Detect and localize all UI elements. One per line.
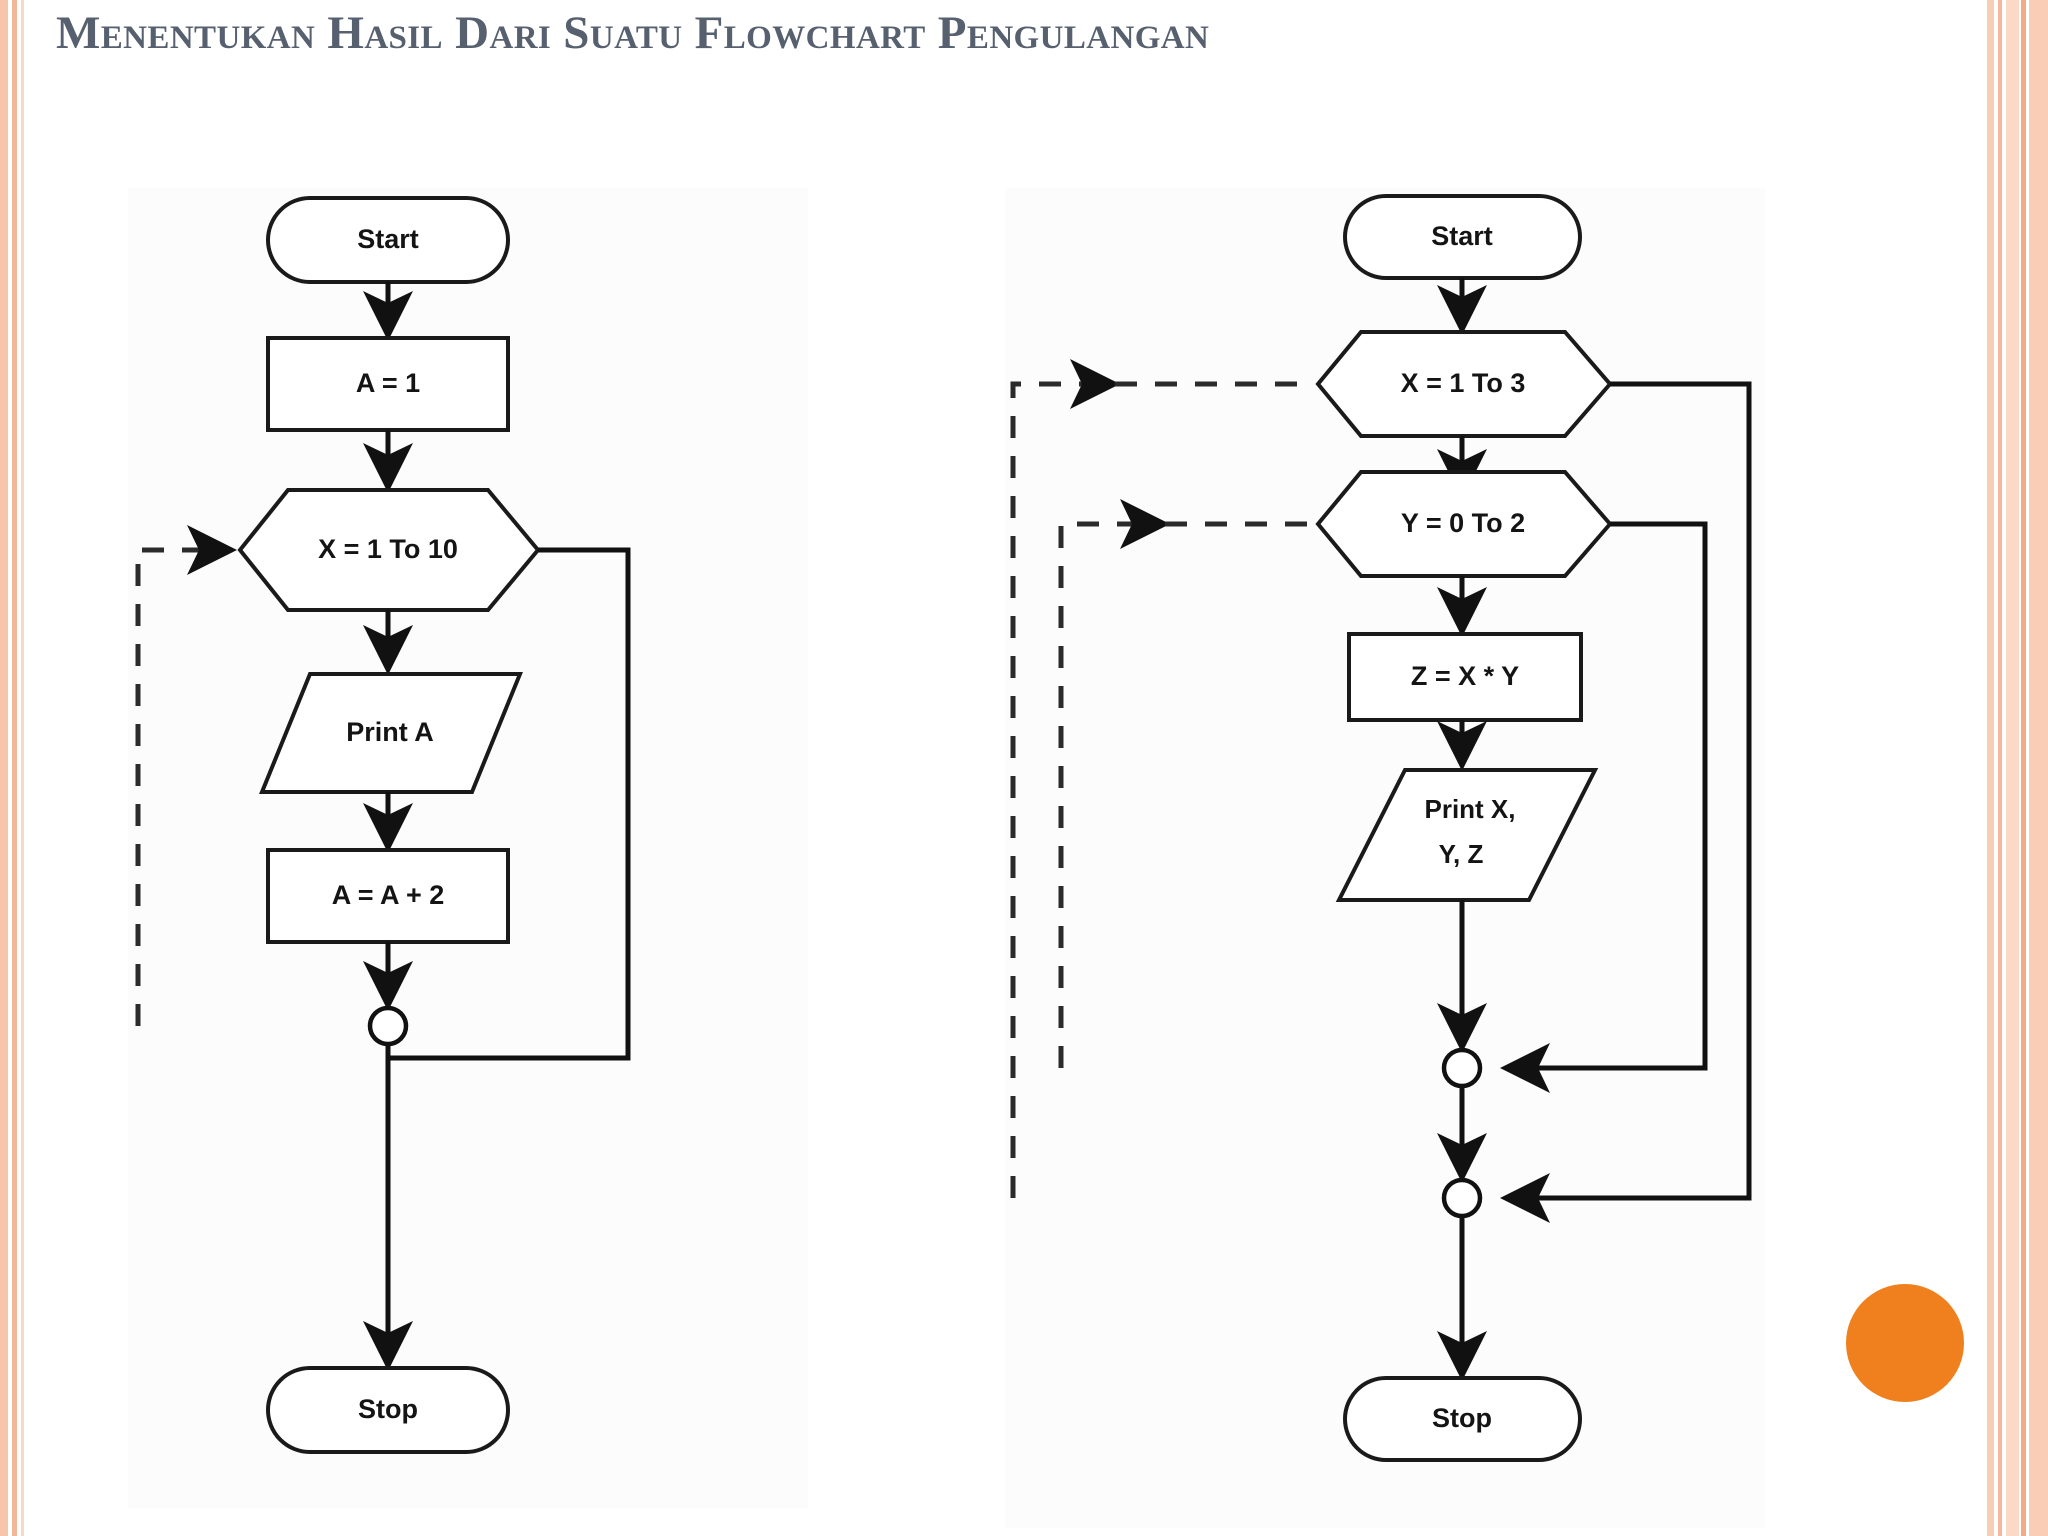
junction-circle-inner [1441,1047,1483,1089]
node-print-label-line1: Print X, [1424,794,1515,824]
node-loop-label: X = 1 To 10 [318,534,458,564]
node-increment-label: A = A + 2 [332,880,445,910]
connector-inner-loopback-dashed [1058,521,1145,1068]
orange-circle-decoration [1846,1284,1964,1402]
junction-circle [367,1005,409,1047]
node-stop-shape [1343,1376,1582,1462]
node-outer-loop-label: X = 1 To 3 [1401,368,1526,398]
connector-loop-exit [390,547,631,1061]
decorative-stripe-right-1 [1987,0,1994,1536]
connector-outer-loopback-dashed [1010,381,1095,1198]
slide-title: Menentukan Hasil Dari Suatu Flowchart Pe… [56,7,1210,59]
connector-outer-loop-exit [1500,381,1752,1223]
node-print-shape [1335,768,1599,902]
decorative-stripe-left-2 [12,0,17,1536]
decorative-stripe-left-3 [21,0,24,1536]
flowchart-nested-loop: Start X = 1 To 3 Y = 0 To 2 Z = X [1005,188,1765,1528]
node-start-label: Start [1431,221,1493,251]
node-inner-loop-label: Y = 0 To 2 [1401,508,1525,538]
node-init-shape [266,336,510,432]
node-compute-shape [1347,632,1583,722]
node-compute-label: Z = X * Y [1411,661,1519,691]
decorative-stripe-right-2 [1998,0,2002,1536]
node-start-label: Start [357,224,419,254]
node-stop-label: Stop [1432,1403,1492,1433]
junction-circle-outer [1441,1177,1483,1219]
node-print-shape [259,672,523,794]
decorative-stripe-left-1 [0,0,8,1536]
node-print-label: Print A [346,717,434,747]
flowchart-single-loop: Start A = 1 X = 1 To 10 Print A A [128,188,808,1508]
decorative-stripe-right-4 [2021,0,2026,1536]
connector-loopback-dashed [135,547,214,1026]
node-stop-shape [266,1366,510,1454]
node-print-label-line2: Y, Z [1439,839,1484,869]
node-init-label: A = 1 [356,368,420,398]
decorative-stripe-right-5 [2029,0,2048,1536]
connector-inner-loop-exit [1500,521,1708,1093]
node-stop-label: Stop [358,1394,418,1424]
decorative-stripe-right-3 [2006,0,2019,1536]
